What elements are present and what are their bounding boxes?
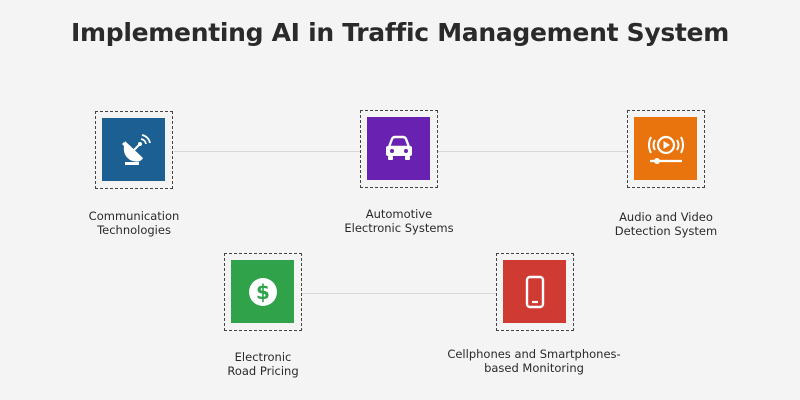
node-communication-technologies [95,111,173,189]
label-audio-video-detection: Audio and Video Detection System [614,210,718,238]
tile-road-pricing: $ [231,260,294,323]
label-cellphones-monitoring: Cellphones and Smartphones- based Monito… [447,347,621,375]
label-automotive-electronic-systems: Automotive Electronic Systems [344,207,454,235]
node-audio-video-detection [627,110,705,188]
tile-communication [102,118,165,181]
node-electronic-road-pricing: $ [224,253,302,331]
label-communication-technologies: Communication Technologies [88,209,180,237]
node-cellphones-monitoring [496,253,574,331]
node-automotive-electronic-systems [360,110,438,188]
label-electronic-road-pricing: Electronic Road Pricing [227,350,299,378]
smartphone-icon [525,275,544,308]
tile-automotive [367,117,430,180]
dollar-coin-icon: $ [248,277,277,306]
video-play-icon [647,135,684,164]
svg-text:$: $ [256,280,270,304]
connector-line-bottom [302,293,498,294]
satellite-dish-icon [121,133,151,165]
tile-cellphones [503,260,566,323]
page-title: Implementing AI in Traffic Management Sy… [71,18,729,47]
tile-audio-video [634,117,697,180]
car-icon [385,135,412,160]
